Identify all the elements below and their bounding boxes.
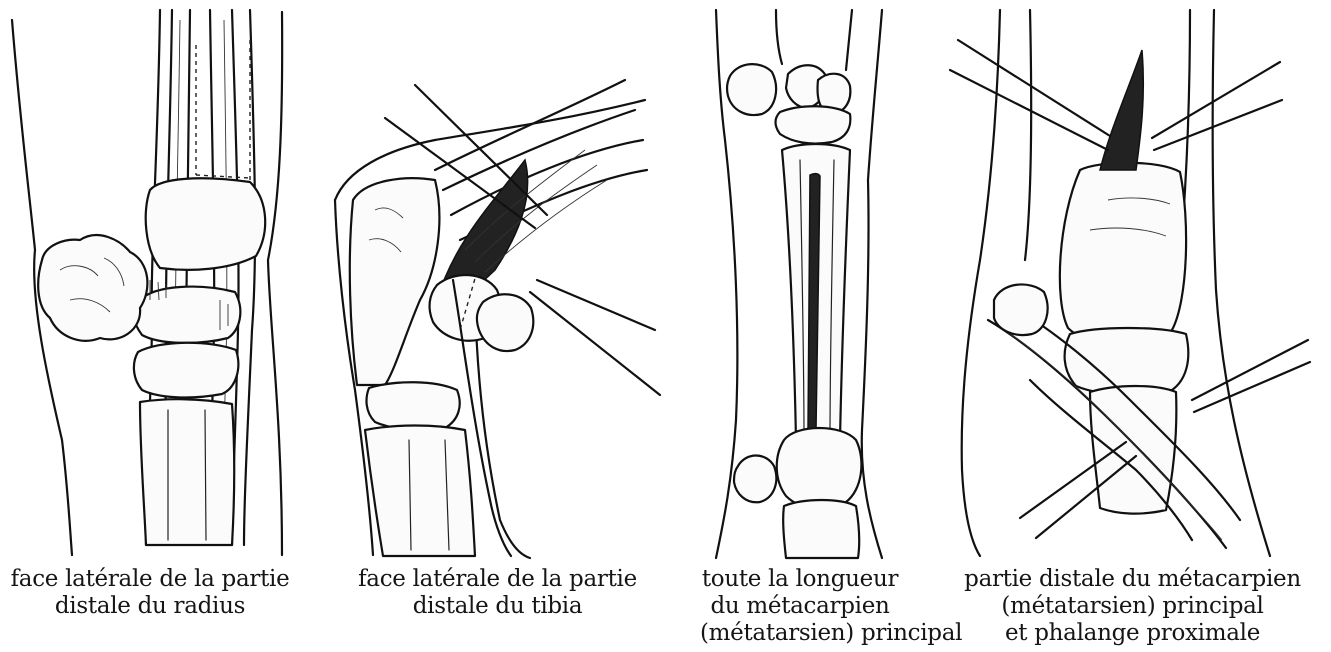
illustration-distal-tibia [325,0,670,560]
phalanx-drawing [940,0,1325,560]
caption-line: partie distale du métacarpien [940,566,1325,593]
illustration-metacarpal-full-length [700,0,900,560]
caption-line: (métatarsien) principal [940,593,1325,620]
illustration-distal-metacarpal-phalanx [940,0,1325,560]
caption-distal-tibia: face latérale de la partie distale du ti… [325,566,670,620]
tibia-drawing [325,0,670,560]
caption-line: distale du radius [0,593,300,620]
caption-distal-radius: face latérale de la partie distale du ra… [0,566,300,620]
radius-drawing [0,0,300,560]
caption-line: et phalange proximale [940,620,1325,647]
caption-line: face latérale de la partie [0,566,300,593]
caption-line: du métacarpien [700,593,900,620]
caption-metacarpal-full-length: toute la longueur du métacarpien (métata… [700,566,900,647]
caption-line: face latérale de la partie [325,566,670,593]
metacarpal-drawing [700,0,900,560]
illustration-distal-radius [0,0,300,560]
caption-line: (métatarsien) principal [700,620,900,647]
caption-line: toute la longueur [700,566,900,593]
caption-distal-metacarpal-phalanx: partie distale du métacarpien (métatarsi… [940,566,1325,647]
caption-line: distale du tibia [325,593,670,620]
